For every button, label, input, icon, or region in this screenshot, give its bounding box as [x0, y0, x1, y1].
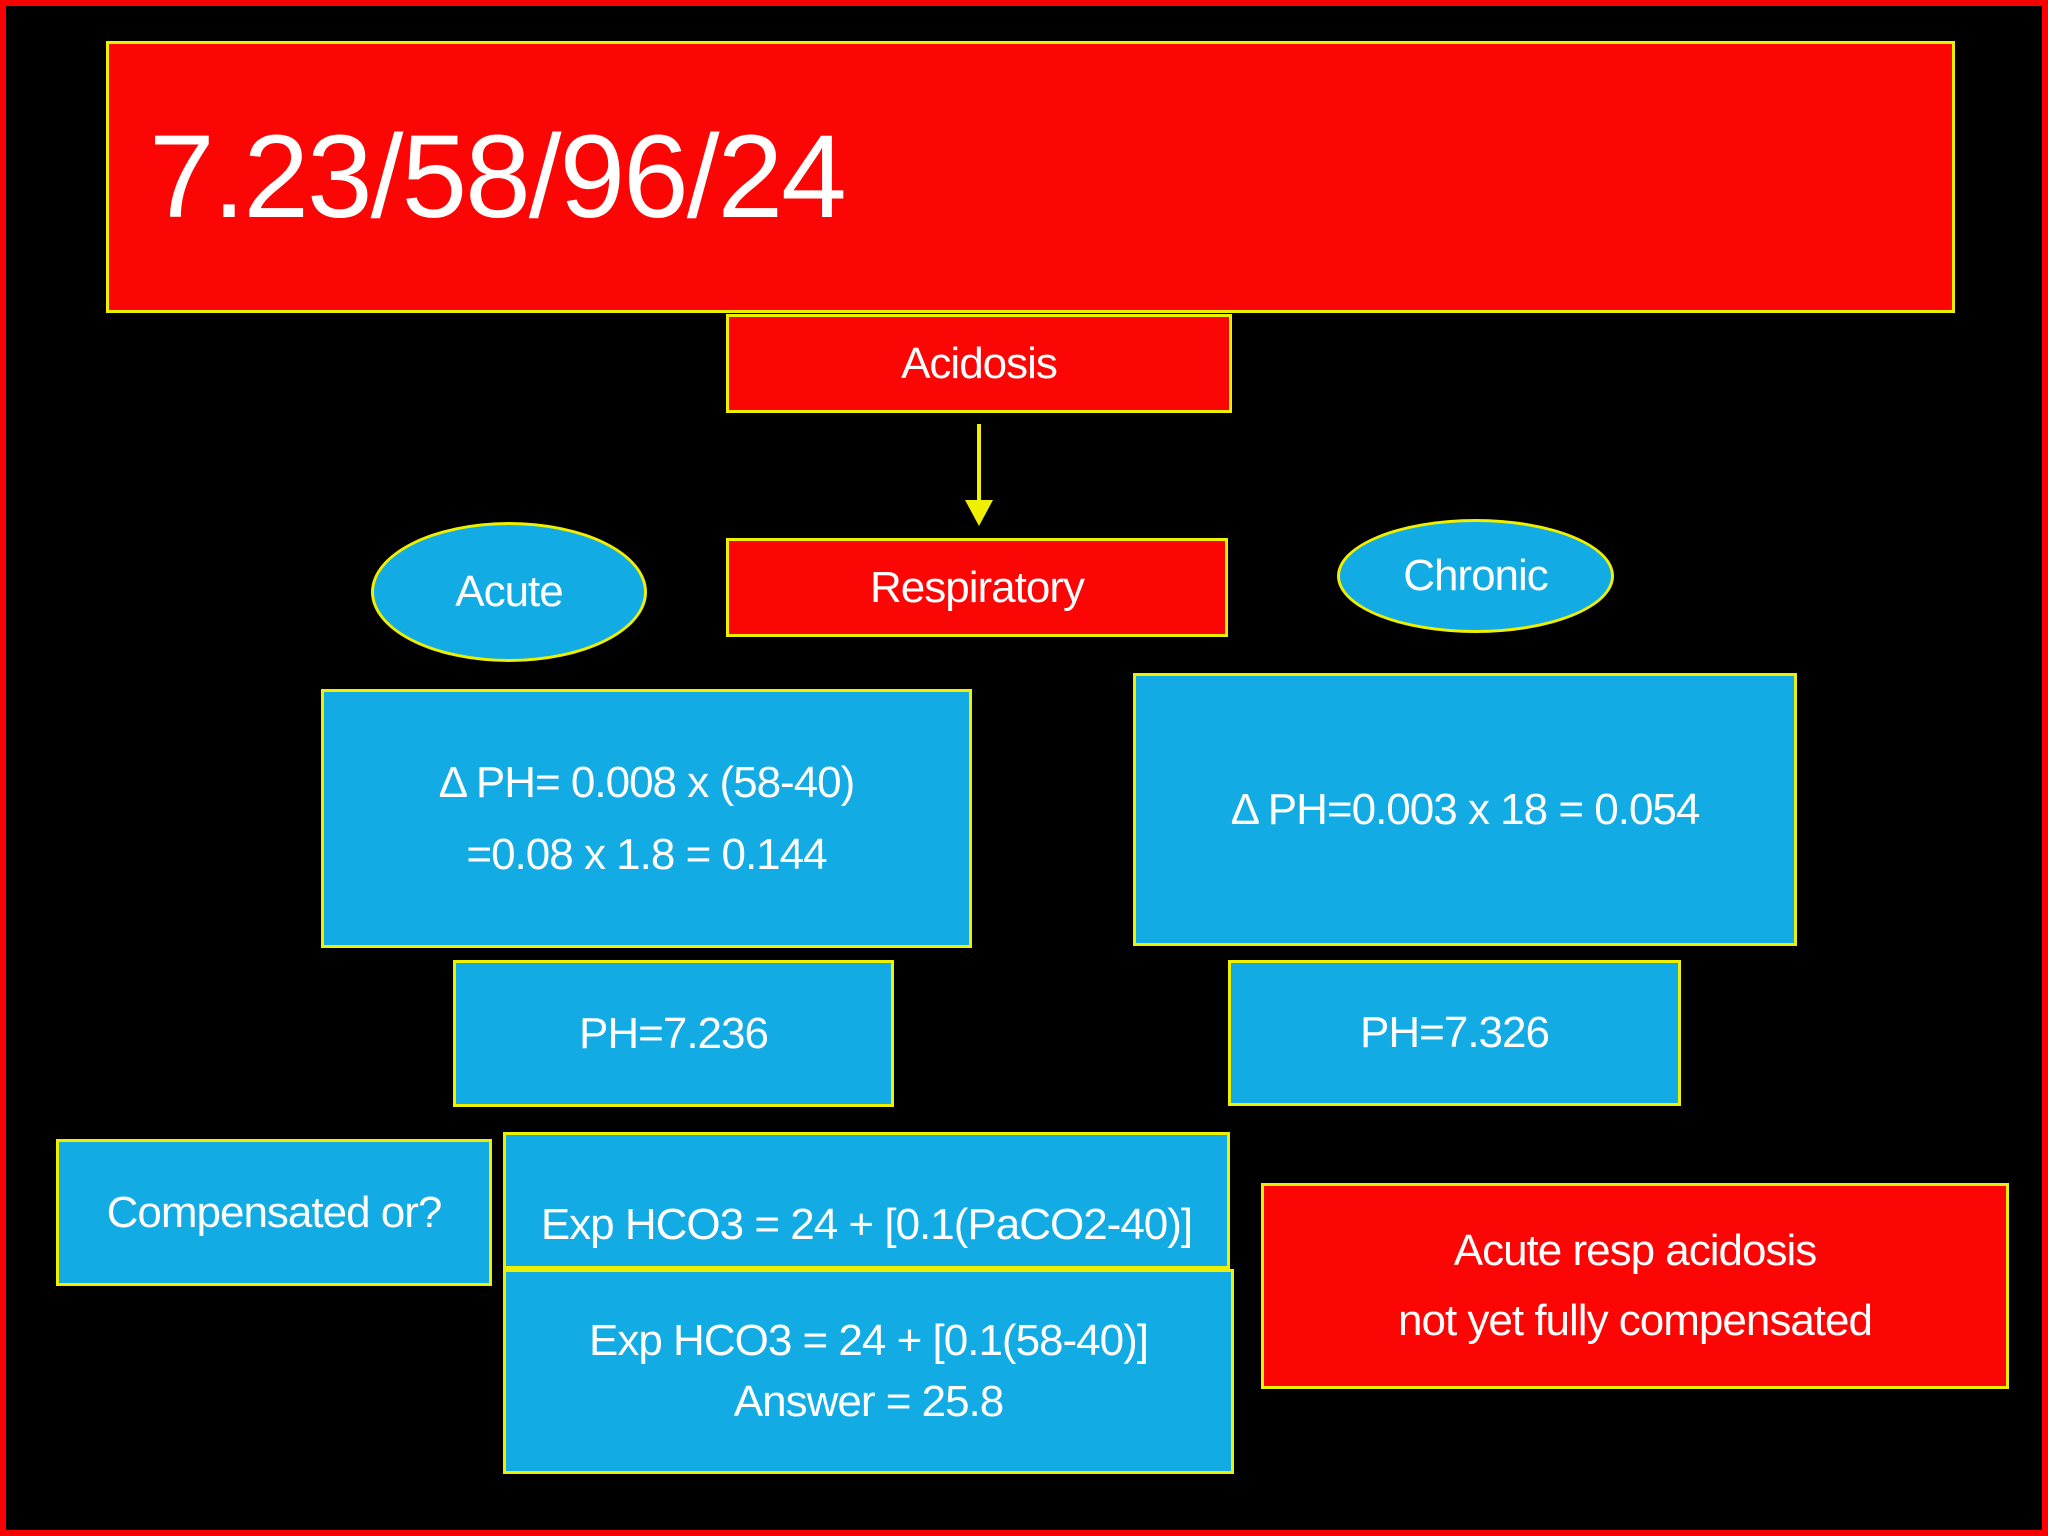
chronic-label: Chronic — [1403, 551, 1549, 600]
expected-hco3-formula-box: Exp HCO3 = 24 + [0.1(PaCO2-40)] — [503, 1132, 1230, 1269]
chronic-delta-ph: Δ PH=0.003 x 18 = 0.054 — [1230, 784, 1701, 834]
respiratory-node: Respiratory — [726, 538, 1228, 637]
acute-delta-ph-line1: Δ PH= 0.008 x (58-40) — [438, 758, 856, 808]
chronic-ph-value: PH=7.326 — [1360, 1008, 1550, 1057]
respiratory-label: Respiratory — [870, 562, 1085, 612]
acidosis-node: Acidosis — [726, 314, 1232, 413]
expected-hco3-formula: Exp HCO3 = 24 + [0.1(PaCO2-40)] — [540, 1200, 1193, 1249]
expected-hco3-answer: Answer = 25.8 — [733, 1376, 1004, 1426]
acute-ph-value: PH=7.236 — [579, 1008, 769, 1058]
expected-hco3-calc-box: Exp HCO3 = 24 + [0.1(58-40)] Answer = 25… — [503, 1269, 1234, 1474]
chronic-delta-ph-box: Δ PH=0.003 x 18 = 0.054 — [1133, 673, 1797, 946]
expected-hco3-calc-line1: Exp HCO3 = 24 + [0.1(58-40)] — [589, 1315, 1149, 1365]
acute-delta-ph-box: Δ PH= 0.008 x (58-40) =0.08 x 1.8 = 0.14… — [321, 689, 972, 948]
acute-delta-ph-line2: =0.08 x 1.8 = 0.144 — [466, 829, 827, 879]
acute-ellipse: Acute — [371, 522, 647, 662]
acidosis-label: Acidosis — [901, 338, 1058, 388]
chronic-ph-box: PH=7.326 — [1228, 960, 1681, 1106]
chronic-ellipse: Chronic — [1337, 519, 1614, 633]
conclusion-box: Acute resp acidosis not yet fully compen… — [1261, 1183, 2009, 1389]
slide-title: 7.23/58/96/24 — [149, 111, 847, 243]
conclusion-line1: Acute resp acidosis — [1453, 1226, 1818, 1276]
flow-arrow-line — [977, 424, 981, 502]
acute-label: Acute — [455, 567, 564, 616]
title-banner: 7.23/58/96/24 — [106, 41, 1955, 313]
conclusion-line2: not yet fully compensated — [1398, 1296, 1873, 1345]
compensation-question: Compensated or? — [106, 1187, 443, 1237]
compensation-question-box: Compensated or? — [56, 1139, 492, 1286]
flow-arrow-head-icon — [965, 500, 993, 526]
acute-ph-box: PH=7.236 — [453, 960, 894, 1107]
